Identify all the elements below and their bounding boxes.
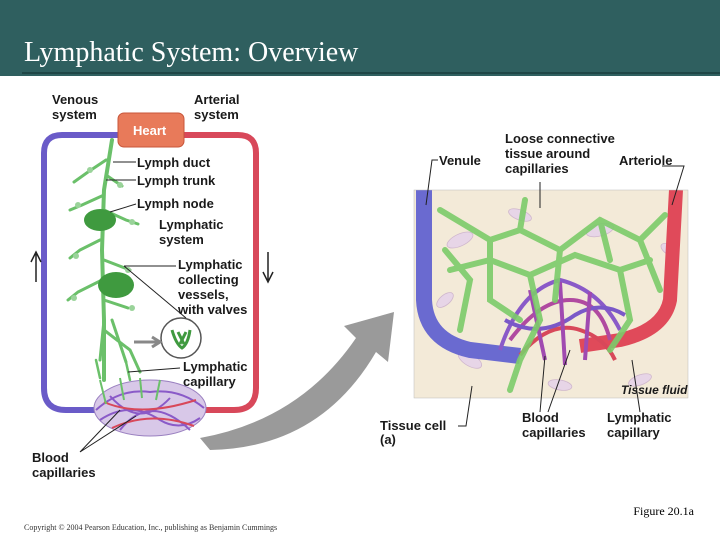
lymphatic-system-line-2: system [159, 232, 204, 247]
venous-vessel [41, 132, 122, 413]
left-lymphatic-capillary-line-1: Lymphatic [183, 359, 248, 374]
copyright-notice: Copyright © 2004 Pearson Education, Inc.… [24, 523, 278, 532]
right-blood-capillaries-line-1: Blood [522, 410, 559, 425]
loose-tissue-line-1: Loose connective [505, 131, 615, 146]
header-rule [22, 72, 720, 74]
circulation-loop [30, 112, 274, 413]
left-blood-capillaries-line-1: Blood [32, 450, 69, 465]
panel-letter-label: (a) [380, 432, 396, 447]
arterial-system-line-1: Arterial [194, 92, 240, 107]
arteriole-label: Arteriole [619, 153, 673, 168]
right-blood-capillaries-line-2: capillaries [522, 425, 586, 440]
right-lymphatic-capillary-line-2: capillary [607, 425, 660, 440]
arterial-vessel [178, 132, 259, 413]
valve-magnifier [134, 317, 202, 359]
left-blood-capillaries-line-2: capillaries [32, 465, 96, 480]
slide-title: Lymphatic System: Overview [24, 37, 359, 68]
loose-tissue-line-3: capillaries [505, 161, 569, 176]
lymphatic-system-line-1: Lymphatic [159, 217, 224, 232]
right-lymphatic-capillary-line-1: Lymphatic [607, 410, 672, 425]
flow-arrow-up [30, 250, 42, 282]
collecting-vessels-line-3: vessels, [178, 287, 229, 302]
tissue-cell-label: Tissue cell [380, 418, 447, 433]
arterial-system-label: Arterial system [194, 92, 240, 122]
right-leader-lines [425, 159, 685, 427]
lymph-node-label: Lymph node [137, 196, 214, 211]
lymphatic-system-label: Lymphatic system [159, 217, 224, 247]
venule-label: Venule [439, 153, 481, 168]
collecting-vessels-line-2: collecting [178, 272, 239, 287]
collecting-vessels-label: Lymphatic collecting vessels, with valve… [178, 257, 247, 317]
left-leader-lines [79, 161, 187, 453]
tissue-fluid-label: Tissue fluid [621, 383, 688, 397]
venous-system-label: Venous system [52, 92, 98, 122]
lymph-duct-label: Lymph duct [137, 155, 211, 170]
collecting-vessels-line-1: Lymphatic [178, 257, 243, 272]
flow-arrow-down [262, 252, 274, 284]
figure-caption: Figure 20.1a [633, 504, 694, 518]
collecting-vessels-line-4: with valves [178, 302, 248, 317]
loose-tissue-label: Loose connective tissue around capillari… [505, 131, 615, 176]
tissue-panel-border [413, 189, 689, 399]
capillary-bed [93, 377, 207, 437]
left-lymphatic-capillary-line-2: capillary [183, 374, 236, 389]
right-lymphatic-capillary-label: Lymphatic capillary [607, 410, 672, 440]
lymph-trunk-label: Lymph trunk [137, 173, 216, 188]
lymph-nodes [84, 209, 134, 298]
right-blood-capillaries-label: Blood capillaries [522, 410, 586, 440]
heart-label: Heart [133, 123, 167, 138]
tissue-panel [414, 190, 688, 398]
left-blood-capillaries-label: Blood capillaries [32, 450, 96, 480]
slide-header [0, 0, 720, 76]
venous-system-line-2: system [52, 107, 97, 122]
lymph-small-nodes [71, 167, 135, 311]
left-lymphatic-capillary-label: Lymphatic capillary [183, 359, 248, 389]
lymphatic-tree [66, 138, 142, 382]
venous-system-line-1: Venous [52, 92, 99, 107]
transition-arrow [200, 312, 394, 450]
arterial-system-line-2: system [194, 107, 239, 122]
heart-box [117, 112, 185, 148]
loose-tissue-line-2: tissue around [505, 146, 591, 161]
